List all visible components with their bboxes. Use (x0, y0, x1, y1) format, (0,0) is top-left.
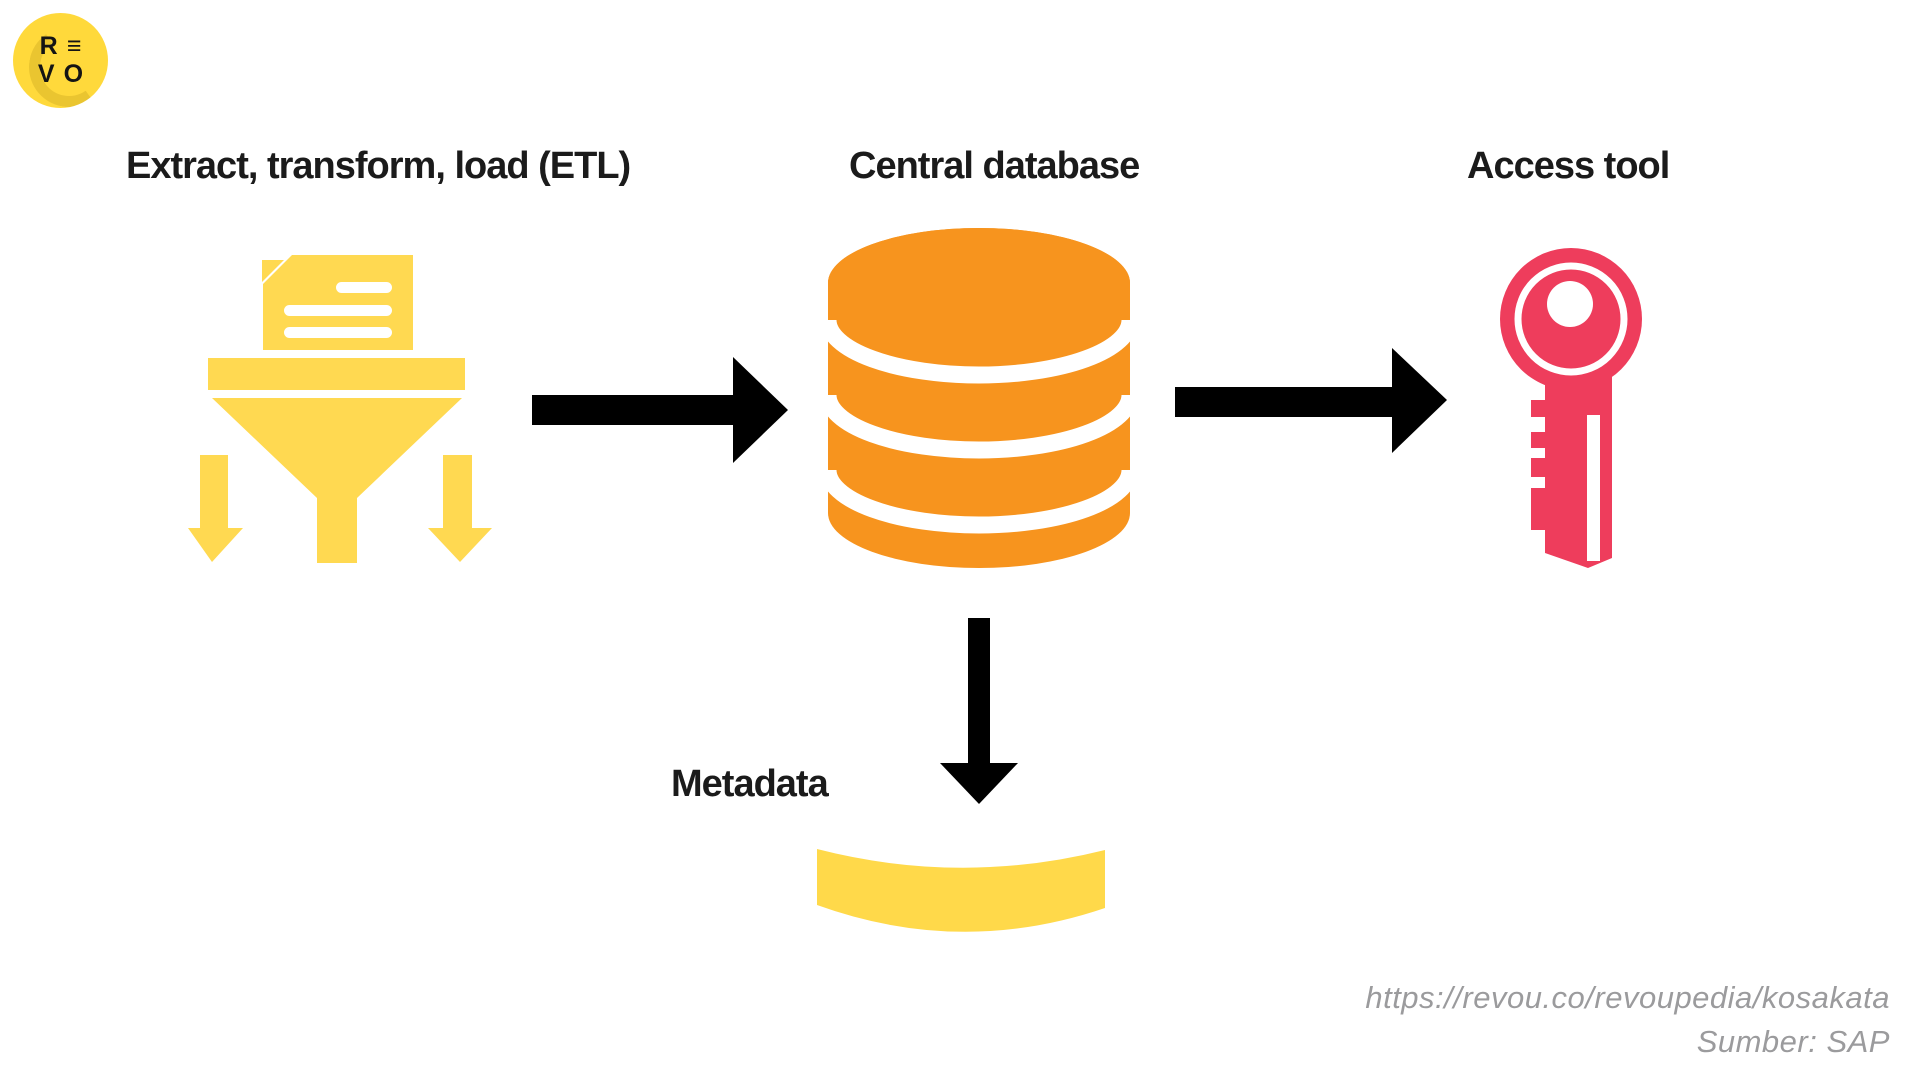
curved-layer-icon (817, 849, 1105, 932)
access-tool-label: Access tool (1467, 145, 1670, 187)
revou-logo: R ≡ V O (13, 13, 108, 108)
key-icon (1500, 248, 1642, 568)
arrow-down-icon (940, 618, 1018, 804)
central-database-label: Central database (849, 145, 1140, 187)
logo-row-bottom: V O (38, 62, 83, 87)
footer-credits: https://revou.co/revoupedia/kosakata Sum… (1365, 976, 1890, 1064)
footer-url: https://revou.co/revoupedia/kosakata (1365, 980, 1890, 1015)
logo-letter-o: O (63, 60, 84, 88)
logo-letter-e: ≡ (66, 32, 82, 60)
funnel-document-icon (188, 255, 492, 563)
arrow-right-icon (1175, 348, 1447, 453)
footer-source: Sumber: SAP (1696, 1024, 1890, 1059)
etl-label: Extract, transform, load (ETL) (126, 145, 631, 187)
logo-letter-r: R (39, 32, 58, 60)
arrow-right-icon (532, 357, 788, 463)
logo-letter-v: V (37, 60, 55, 88)
database-icon (828, 228, 1130, 568)
metadata-label: Metadata (671, 763, 829, 805)
logo-row-top: R ≡ (40, 34, 82, 59)
